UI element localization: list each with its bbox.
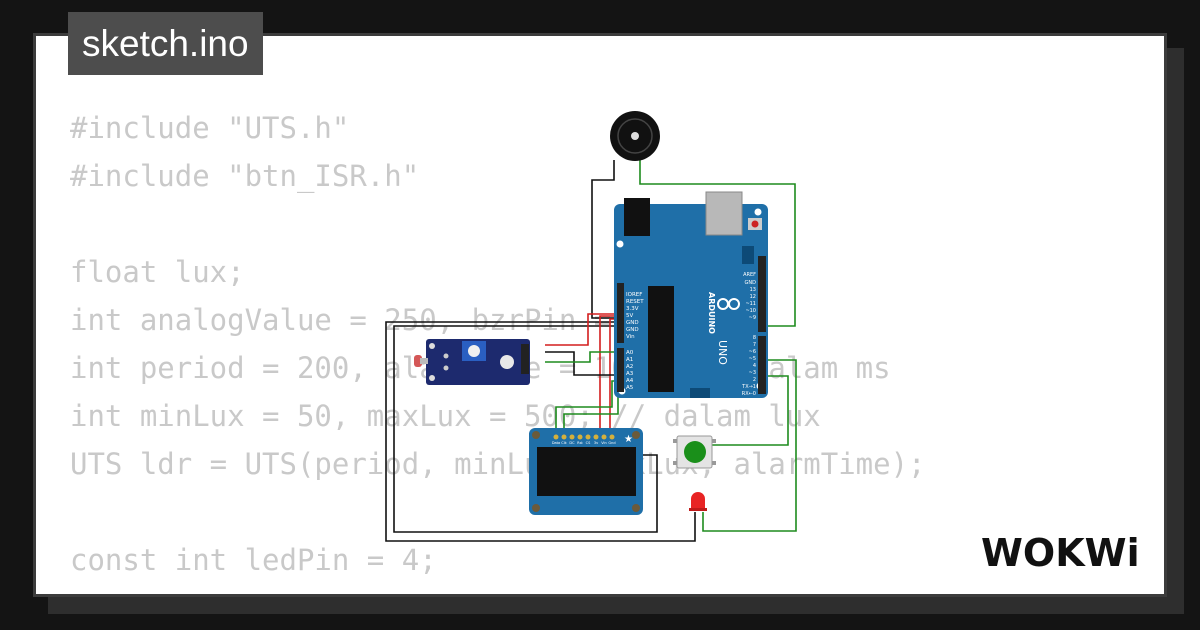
pin-label: 7 [753, 342, 756, 348]
arduino-logo-icon [717, 298, 740, 310]
pin-label: A1 [626, 357, 633, 363]
pin-label: RESET [626, 299, 644, 305]
pin-label: 12 [750, 294, 756, 300]
pin-label: Vin [601, 441, 607, 445]
pin-label: A3 [626, 371, 634, 377]
pin-label: Data [552, 441, 560, 445]
pin-label: A5 [626, 385, 634, 391]
ldr-sensor-module[interactable] [414, 339, 530, 385]
board-brand: ARDUINO [707, 292, 716, 334]
code-line: #include "UTS.h" [70, 111, 350, 145]
wires [385, 160, 797, 542]
pin-label: 5V [626, 313, 633, 319]
wokwi-logo: WOKWi [981, 531, 1140, 575]
pin-label: CS [586, 441, 591, 445]
pin-label: ~9 [749, 315, 756, 321]
board-model: UNO [716, 340, 729, 365]
code-line: const int ledPin = 4; [70, 543, 437, 577]
pin-label: 3.3V [626, 306, 639, 312]
pin-label: ~3 [749, 370, 756, 376]
pin-label: Vin [626, 334, 635, 340]
pin-label: Rst [577, 441, 583, 445]
oled-display[interactable]: Data Clk DC Rst CS 3v Vin Gnd ★ [529, 428, 643, 515]
pin-label: A4 [626, 378, 634, 384]
star-icon: ★ [624, 434, 633, 445]
pin-label: DC [569, 441, 575, 445]
pin-label: Clk [561, 441, 567, 445]
pin-label: 2 [753, 377, 756, 383]
pin-label: ~5 [749, 356, 756, 362]
pin-label: ~10 [745, 308, 756, 314]
code-line: float lux; [70, 255, 245, 289]
pin-label: ~11 [745, 301, 756, 307]
pin-label: RX←0 [742, 391, 756, 397]
push-button[interactable] [673, 435, 716, 469]
buzzer[interactable] [610, 111, 660, 161]
pin-label: Gnd [608, 441, 615, 445]
pin-label: GND [745, 280, 757, 286]
pin-label: TX→1 [741, 384, 756, 390]
code-line: const int btnPin = 2; [70, 584, 926, 594]
pin-label: IOREF [626, 292, 642, 298]
pin-label: 3v [594, 441, 598, 445]
logo-text: WOKWi [981, 531, 1140, 575]
pin-label: A2 [626, 364, 633, 370]
preview-card: #include "UTS.h" #include "btn_ISR.h"floa… [33, 33, 1167, 597]
pin-label: GND [626, 320, 639, 326]
pin-label: GND [626, 327, 639, 333]
code-line: int minLux = 50, maxLux = 500; // dalam … [70, 399, 821, 433]
pin-label: 4 [753, 363, 756, 369]
arduino-uno-board[interactable]: IOREF RESET 3.3V 5V GND GND Vin A0 A1 A2… [614, 191, 768, 398]
pin-label: ~6 [749, 349, 756, 355]
file-tab[interactable]: sketch.ino [68, 12, 263, 75]
pin-label: 8 [753, 335, 756, 341]
pin-label: A0 [626, 350, 634, 356]
pin-label: AREF [743, 272, 756, 278]
red-led[interactable] [689, 492, 707, 511]
code-line: #include "btn_ISR.h" [70, 159, 420, 193]
code-editor[interactable]: #include "UTS.h" #include "btn_ISR.h"floa… [70, 104, 926, 594]
pin-label: 13 [750, 287, 756, 293]
